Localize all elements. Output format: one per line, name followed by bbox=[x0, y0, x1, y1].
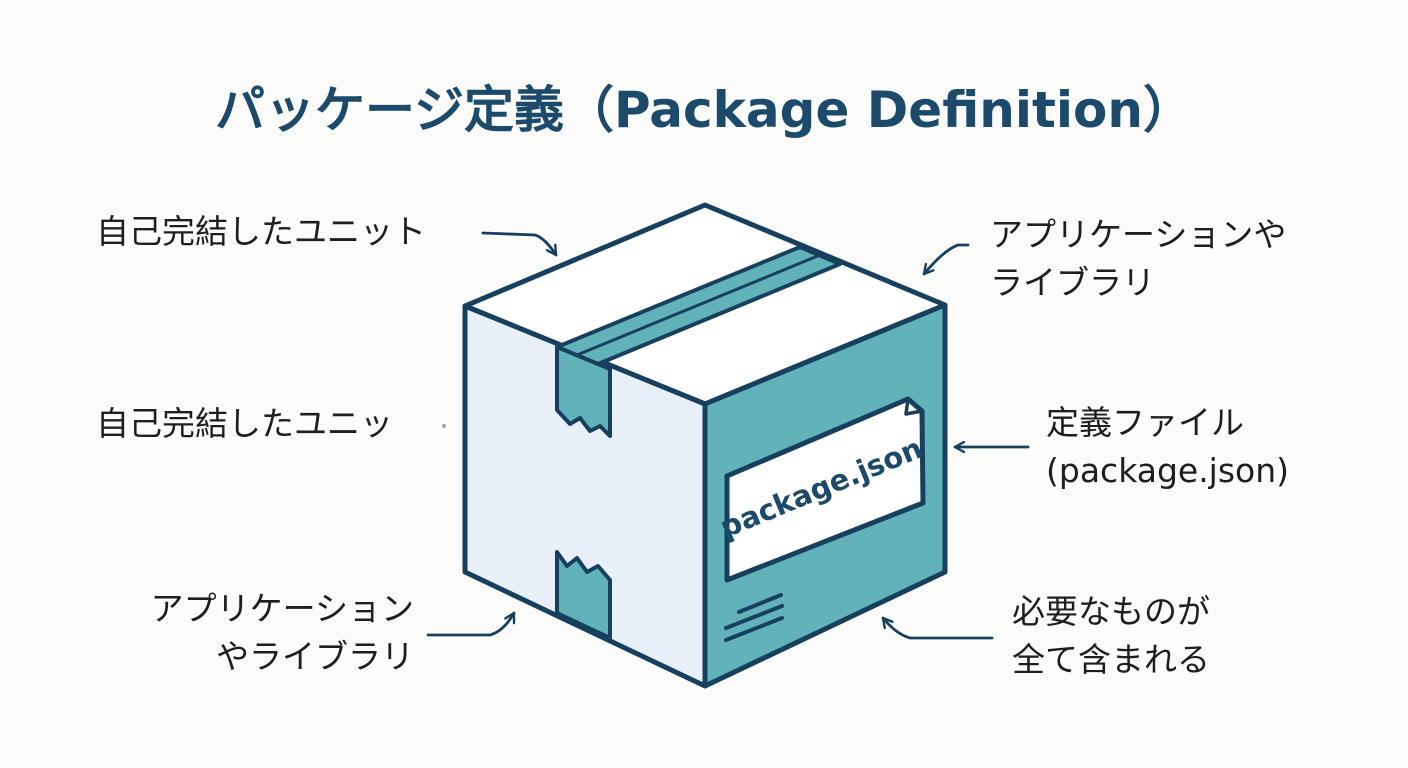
box-tape-stripe bbox=[576, 253, 821, 357]
arrow-top-right bbox=[922, 243, 970, 276]
label-line: 定義ファイル bbox=[1046, 403, 1244, 442]
label-everything-included: 必要なものが 全て含まれる bbox=[1012, 588, 1210, 684]
arrow-bottom-left bbox=[426, 611, 516, 637]
label-line: 自己完結したユニット bbox=[96, 212, 426, 251]
label-application-or-library-right: アプリケーションや ライブラリ bbox=[990, 211, 1286, 307]
label-line: (package.json) bbox=[1046, 451, 1290, 490]
arrow-bottom-right bbox=[881, 616, 994, 640]
box-tape-lower-flap bbox=[555, 550, 612, 640]
label-line: 必要なものが bbox=[1012, 592, 1210, 631]
label-line: アプリケーションや bbox=[990, 215, 1287, 254]
page-title: パッケージ定義（Package Definition） bbox=[215, 81, 1193, 139]
label-line: やライブラリ bbox=[216, 637, 414, 676]
label-card-fold-icon bbox=[904, 398, 923, 416]
box-tape-upper-flap bbox=[555, 345, 612, 438]
arrow-top-left bbox=[481, 231, 558, 257]
box-label-card bbox=[724, 396, 926, 583]
label-line: 自己完結したユニッ bbox=[96, 404, 393, 443]
label-line: アプリケーション bbox=[150, 589, 414, 628]
label-line: ライブラリ bbox=[990, 263, 1155, 302]
box-stripe-line bbox=[737, 593, 783, 614]
label-definition-file: 定義ファイル (package.json) bbox=[1046, 399, 1289, 495]
box-stripe-line bbox=[724, 616, 784, 642]
box-stripe-line bbox=[724, 604, 784, 630]
label-self-contained-unit: 自己完結したユニット bbox=[96, 208, 426, 256]
stray-dot bbox=[442, 424, 446, 428]
label-line: 全て含まれる bbox=[1012, 640, 1210, 679]
label-self-contained-unit-2: 自己完結したユニッ bbox=[96, 400, 393, 448]
label-application-or-library-left: アプリケーション やライブラリ bbox=[102, 585, 414, 681]
